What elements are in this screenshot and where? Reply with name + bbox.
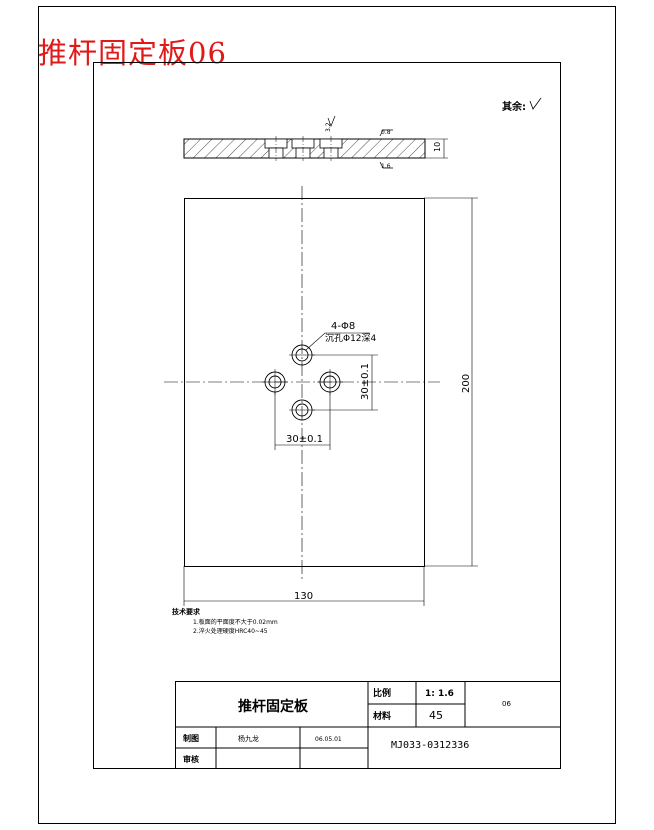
side-section-view [183, 115, 448, 169]
plan-view [164, 186, 478, 606]
title-drawn-name: 杨九龙 [238, 734, 259, 743]
title-scale-value: 1: 1.6 [425, 689, 454, 699]
roughness-symbol-icon [529, 97, 542, 110]
title-check-label: 审核 [183, 754, 199, 764]
roughness-bottom-value: 1.6 [381, 163, 391, 170]
roughness-right-value: 0.8 [381, 129, 391, 136]
title-part-no: 06 [502, 700, 511, 708]
hole-callout-diameter: 4-Φ8 [331, 321, 355, 332]
title-material-value: 45 [429, 709, 443, 722]
dim-horizontal-spacing: 30±0.1 [286, 434, 323, 445]
hole-callout-counterbore: 沉孔Φ12深4 [325, 333, 377, 344]
title-material-label: 材料 [372, 710, 391, 722]
dim-overall-width: 130 [294, 591, 313, 602]
tech-req-heading: 技术要求 [172, 607, 201, 616]
overlay-title: 推杆固定板06 [38, 36, 227, 70]
inner-drawing-frame [93, 62, 561, 769]
tech-req-item-2: 2.淬火处理硬度HRC40~45 [193, 627, 268, 635]
dim-overall-height: 200 [461, 374, 472, 393]
surface-finish-note: 其余: [502, 100, 526, 113]
outer-sheet-border [38, 6, 616, 824]
title-scale-label: 比例 [373, 687, 391, 699]
title-part-name: 推杆固定板 [238, 698, 309, 715]
roughness-top-value: 3.2 [325, 122, 332, 132]
title-drawn-label: 制图 [183, 733, 199, 743]
title-block [175, 681, 561, 769]
thickness-dimension: 10 [433, 142, 442, 152]
tech-req-item-1: 1.板面的平面度不大于0.02mm [193, 618, 278, 626]
dim-vertical-spacing: 30±0.1 [360, 363, 371, 400]
title-drawing-code: MJ033-0312336 [391, 740, 469, 751]
title-drawn-date: 06.05.01 [315, 736, 342, 743]
